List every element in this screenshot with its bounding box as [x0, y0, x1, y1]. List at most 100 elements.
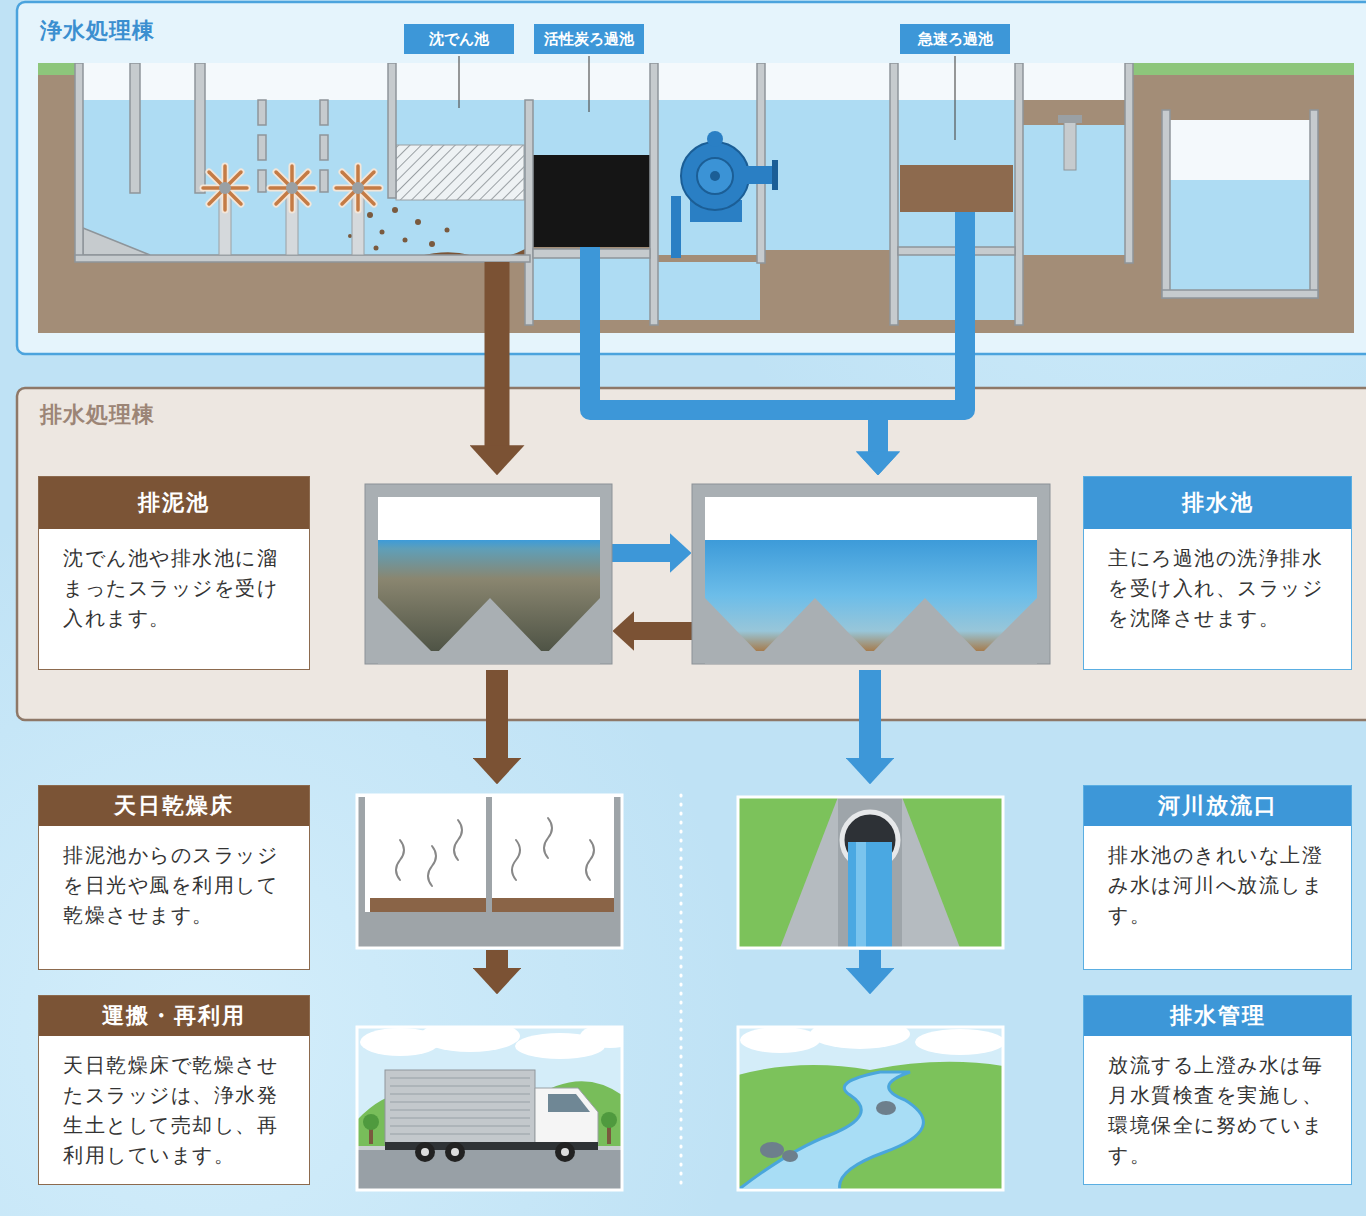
plant-cutaway [258, 135, 266, 160]
plant-cutaway [429, 241, 435, 247]
heading-band: 河川放流口 [1084, 786, 1351, 826]
plant-cutaway [336, 166, 380, 210]
stage-label: 急速ろ過池 [900, 24, 1010, 54]
info-card: 運搬・再利用天日乾燥床で乾燥させたスラッジは、浄水発生土として売却し、再利用して… [38, 995, 310, 1185]
plant-cutaway [745, 166, 775, 184]
plant-cutaway [890, 63, 898, 325]
truck-picture [420, 1027, 520, 1052]
plant-cutaway [655, 100, 760, 255]
plant-cutaway [533, 155, 650, 247]
plant-cutaway [1310, 110, 1318, 298]
heading-band: 排水池 [1084, 477, 1351, 529]
river-picture [738, 1019, 1005, 1190]
info-card: 天日乾燥床排泥池からのスラッジを日光や風を利用して乾燥させます。 [38, 785, 310, 970]
info-card: 河川放流口排水池のきれいな上澄み水は河川へ放流します。 [1083, 785, 1352, 970]
river-picture [738, 1072, 923, 1190]
truck-picture [357, 1027, 622, 1190]
plant-cutaway [485, 262, 510, 333]
truck-picture [357, 1148, 622, 1190]
truck-picture [357, 1027, 622, 1190]
section-panel: 排泥池沈でん池や排水池に溜まったスラッジを受け入れます。 排水池主にろ過池の洗浄排… [17, 388, 1366, 720]
plant-cutaway [75, 63, 1130, 100]
heading-band: 運搬・再利用 [39, 996, 309, 1036]
outlet-picture [838, 797, 902, 948]
drain-tank [705, 497, 1037, 651]
plant-cutaway [655, 262, 760, 320]
plant-cutaway [707, 131, 723, 147]
truck-picture [421, 1148, 569, 1156]
plant-cutaway [320, 135, 328, 160]
plant-cutaway [757, 63, 765, 263]
river-picture [738, 1027, 1003, 1190]
outlet-picture [738, 797, 1003, 948]
plant-cutaway [772, 160, 778, 190]
plant-cutaway [525, 100, 533, 325]
plant-cutaway [380, 230, 385, 235]
plant-cutaway [530, 100, 655, 160]
process-box: 排泥池沈でん池や排水池に溜まったスラッジを受け入れます。 [38, 476, 612, 670]
river-picture [810, 1027, 910, 1049]
flow-arrow [859, 670, 881, 759]
plant-cutaway [195, 63, 205, 193]
box-text: 放流する上澄み水は毎月水質検査を実施し、環境保全に努めています。 [1108, 1050, 1329, 1170]
plant-cutaway [75, 255, 530, 262]
plant-cutaway [374, 246, 379, 251]
info-card: 排水池主にろ過池の洗浄排水を受け入れ、スラッジを沈降させます。 [1083, 476, 1352, 670]
box-heading: 河川放流口 [1158, 791, 1278, 821]
box-text: 主にろ過池の洗浄排水を受け入れ、スラッジを沈降させます。 [1108, 543, 1329, 633]
outlet-picture [856, 842, 866, 948]
drying-bed-picture [396, 840, 404, 880]
drain-tank [692, 484, 1050, 664]
panel-ground-strip [395, 54, 1025, 63]
plant-cutaway [396, 145, 524, 200]
box-body: 主にろ過池の洗浄排水を受け入れ、スラッジを沈降させます。 [1084, 529, 1351, 647]
drying-bed-picture [357, 795, 622, 948]
stage-tag: 沈でん池 [404, 24, 514, 54]
drying-bed-picture [396, 818, 594, 886]
box-heading: 排水管理 [1170, 1001, 1266, 1031]
river-picture [740, 1027, 820, 1053]
drain-tank [705, 598, 1037, 664]
stage-label: 活性炭ろ過池 [534, 24, 644, 54]
drain-tank [692, 484, 1050, 664]
flow-arrow [612, 544, 670, 562]
panel-title: 排水処理棟 [40, 402, 155, 428]
plant-cutaway [38, 63, 75, 75]
stage-tag: 急速ろ過池 [900, 24, 1010, 54]
river-picture [738, 1027, 1003, 1190]
plant-cutaway [130, 63, 140, 193]
plant-cutaway [403, 238, 408, 243]
leader-line [458, 56, 459, 108]
box-heading: 天日乾燥床 [114, 791, 234, 821]
heading-band: 排泥池 [39, 477, 309, 529]
plant-cutaway [270, 166, 314, 210]
drying-bed-picture [454, 820, 462, 860]
box-body: 排水池のきれいな上澄み水は河川へ放流します。 [1084, 826, 1351, 944]
box-text: 天日乾燥床で乾燥させたスラッジは、浄水発生土として売却し、再利用しています。 [63, 1050, 287, 1170]
plant-cutaway [75, 63, 83, 258]
process-box: 排水池主にろ過池の洗浄排水を受け入れ、スラッジを沈降させます。 [692, 476, 1352, 670]
plant-cutaway [348, 234, 352, 238]
process-box: 天日乾燥床排泥池からのスラッジを日光や風を利用して乾燥させます。 [38, 785, 622, 950]
plant-cutaway [697, 158, 733, 194]
drying-bed-picture [357, 912, 622, 948]
plant-cutaway [392, 207, 398, 213]
drying-bed-picture [486, 797, 492, 912]
truck-picture [535, 1088, 598, 1145]
process-box: 排水管理放流する上澄み水は毎月水質検査を実施し、環境保全に努めています。 [738, 995, 1352, 1190]
river-picture [876, 1101, 896, 1115]
flow-arrow [486, 950, 508, 969]
truck-picture [445, 1142, 465, 1162]
outlet-picture [738, 797, 1003, 948]
plant-cutaway [650, 63, 658, 325]
process-box: 河川放流口排水池のきれいな上澄み水は河川へ放流します。 [738, 785, 1352, 950]
truck-picture [561, 1148, 569, 1156]
box-body: 沈でん池や排水池に溜まったスラッジを受け入れます。 [39, 529, 309, 647]
plant-cutaway [1170, 180, 1310, 290]
box-heading: 排泥池 [138, 488, 210, 518]
section-panel-ground [17, 2, 1366, 354]
river-picture [760, 1101, 896, 1162]
leader-line [954, 56, 955, 140]
river-picture [740, 1027, 1003, 1055]
